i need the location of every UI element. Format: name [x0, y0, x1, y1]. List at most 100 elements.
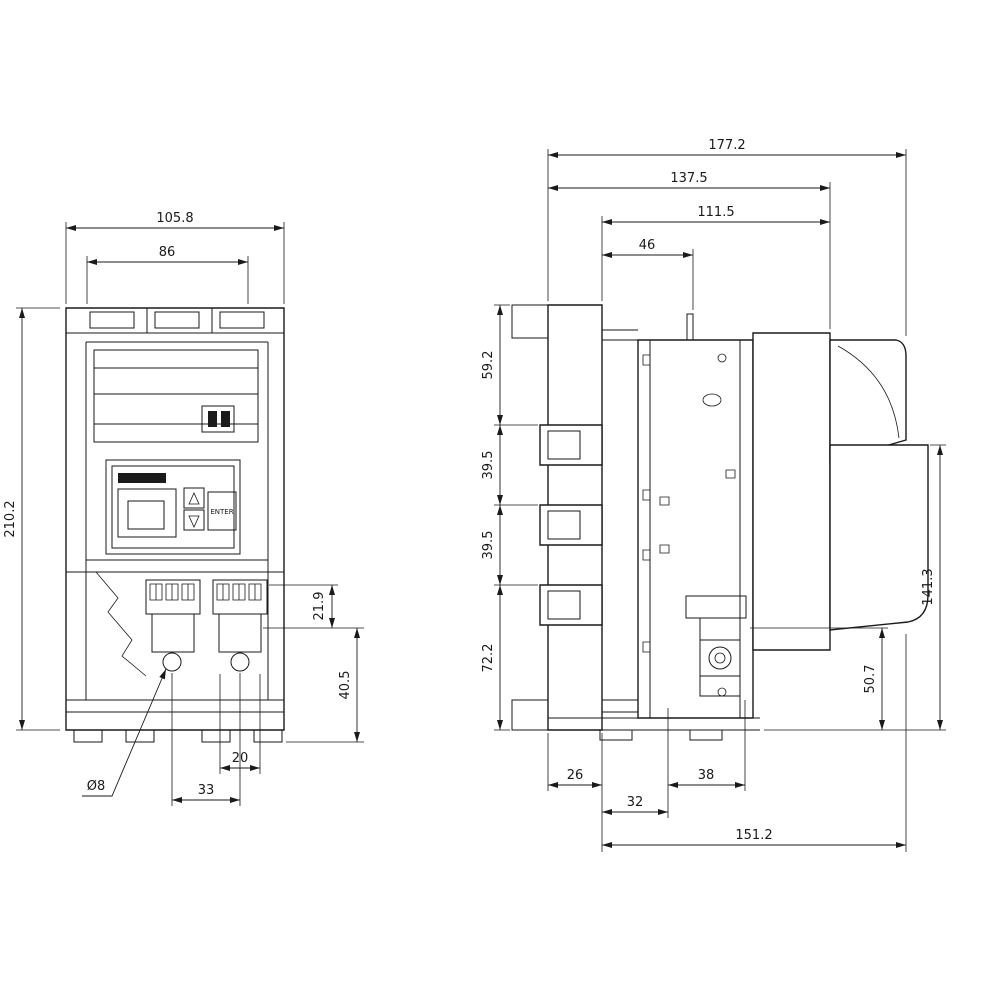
front-face-lines: [85, 341, 269, 700]
front-base-lines: [66, 699, 284, 713]
front-terminals: [145, 579, 268, 672]
front-housing-bulge: [829, 339, 907, 463]
dim-front-hole-pitch-ext: [171, 673, 241, 806]
down-arrow-icon: [188, 515, 200, 528]
dim-side-base-left-ext: [547, 733, 603, 852]
terminal-stub-openings: [547, 430, 581, 620]
front-lower-panel: [829, 444, 929, 631]
top-left-bracket: [511, 304, 548, 339]
display-screen: [117, 488, 177, 538]
front-view: ENTER 105.8 86 2: [3, 211, 364, 806]
cable-clamp-flange: [685, 595, 747, 619]
dim-side-top-offset: 46: [602, 238, 694, 310]
dim-front-overall-width-label: 105.8: [156, 211, 193, 226]
enter-button[interactable]: [207, 491, 237, 531]
dim-side-depth-front-face: 137.5: [548, 171, 831, 329]
body-slot: [702, 393, 722, 407]
dim-side-lower-terminal-height-label: 50.7: [863, 665, 878, 694]
dim-side-base-left: 26: [547, 733, 603, 852]
side-body: [511, 304, 929, 741]
dim-side-depth-from-plate-label: 111.5: [697, 205, 734, 220]
dim-side-v4-label: 72.2: [481, 644, 496, 673]
dim-side-vertical-chain: 59.2 39.5 39.5 72.2: [481, 304, 538, 731]
mounting-hole-right: [230, 652, 250, 672]
front-dimensions: 105.8 86 210.2 21.9 40.5: [3, 211, 364, 806]
terminal-screws: [149, 583, 262, 601]
dim-side-depth-from-plate: 111.5: [601, 205, 830, 301]
connecting-webs: [602, 329, 638, 713]
enter-button-label: ENTER: [210, 508, 233, 516]
down-button[interactable]: [183, 509, 205, 531]
dim-side-front-panel-height: 141.3: [764, 444, 946, 731]
front-top-cover-tabs: [89, 311, 265, 329]
dim-side-top-offset-label: 46: [639, 238, 656, 253]
dim-front-terminal-offset-ext: [263, 584, 364, 629]
terminal-stub-1: [539, 424, 603, 466]
dim-side-overall-depth: 177.2: [547, 138, 907, 336]
terminal-stub-2: [539, 504, 603, 546]
dim-side-base-left-label: 26: [567, 768, 584, 783]
side-view: 177.2 137.5 111.5 46 59.2: [481, 138, 946, 852]
cable-clamp-body: [699, 617, 741, 697]
top-pin: [686, 313, 694, 341]
side-base-lines: [548, 717, 760, 731]
display-bezel: [105, 459, 241, 555]
dim-front-cover-width-label: 86: [159, 245, 176, 260]
dim-side-v1-label: 59.2: [481, 351, 496, 380]
terminal-strap-right: [218, 613, 262, 653]
body-rivet-top: [717, 353, 727, 363]
front-housing-curve: [837, 345, 900, 439]
body-detail-holes: [642, 354, 736, 653]
dim-front-cover-width-ext: [86, 256, 249, 304]
dim-front-terminal-offset: 21.9: [263, 584, 364, 629]
dim-side-overall-depth-label: 177.2: [708, 138, 745, 153]
front-housing-panel: [752, 332, 831, 651]
terminal-block-right: [212, 579, 268, 615]
dim-side-base-overall-label: 151.2: [735, 828, 772, 843]
dim-front-height: 210.2: [3, 307, 60, 731]
break-line: [95, 571, 147, 677]
dim-front-height-label: 210.2: [3, 500, 18, 537]
hole-diameter-label: Ø8: [87, 779, 106, 794]
dim-side-base-terminal-ext: [667, 700, 746, 818]
hole-diameter-leader: [82, 668, 167, 797]
dim-side-base-inner-label: 32: [627, 795, 644, 810]
front-base-feet: [73, 729, 283, 743]
dim-side-lower-terminal-height: 50.7: [750, 627, 888, 730]
dim-side-overall-depth-ext: [547, 149, 907, 336]
front-top-strip: [66, 308, 284, 334]
dim-side-base-overall: 151.2: [602, 634, 907, 852]
side-base-feet: [599, 729, 723, 741]
front-mid-lines: [66, 559, 284, 573]
dim-side-vertical-chain-ext: [494, 304, 538, 731]
dim-front-hole-to-base-label: 40.5: [338, 671, 353, 700]
clamp-screw-inner: [714, 652, 726, 664]
up-arrow-icon: [188, 492, 200, 505]
dim-side-depth-front-face-label: 137.5: [670, 171, 707, 186]
breaker-body: [637, 339, 754, 719]
dim-front-overall-width: 105.8: [65, 211, 285, 304]
dim-side-base-terminal-label: 38: [698, 768, 715, 783]
dim-front-hole-pitch: 33: [171, 673, 241, 806]
clamp-screw-outer: [708, 646, 732, 670]
front-outline: [65, 307, 285, 731]
dim-side-v3-label: 39.5: [481, 531, 496, 560]
terminal-stub-3: [539, 584, 603, 626]
front-body: [65, 307, 285, 743]
dim-side-base-terminal: 38: [667, 700, 746, 818]
dim-front-hole-to-base: 40.5: [286, 628, 364, 743]
front-display: ENTER: [105, 459, 241, 555]
side-dimensions: 177.2 137.5 111.5 46 59.2: [481, 138, 946, 852]
dim-front-overall-width-ext: [65, 222, 285, 304]
dim-front-height-ext: [16, 307, 60, 731]
terminal-block-left: [145, 579, 201, 615]
display-brand-label: [118, 473, 166, 483]
rating-plug: [201, 405, 235, 433]
dim-front-hole-pitch-label: 33: [198, 783, 215, 798]
hole-diameter-callout: Ø8: [82, 668, 167, 797]
dim-front-terminal-offset-label: 21.9: [312, 592, 327, 621]
up-button[interactable]: [183, 487, 205, 509]
front-escutcheon: [93, 349, 259, 443]
